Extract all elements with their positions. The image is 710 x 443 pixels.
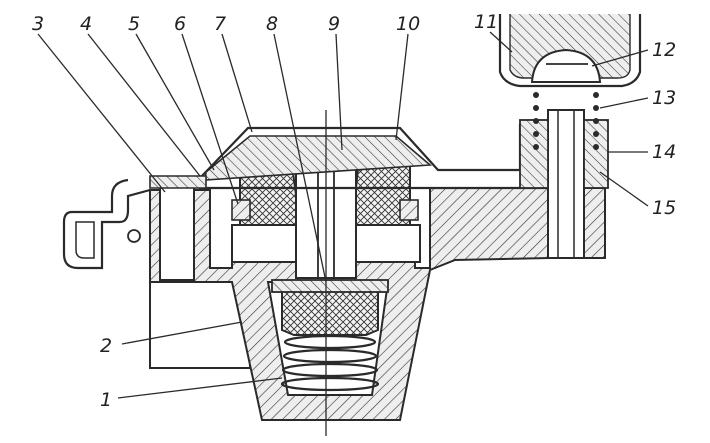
- callout-1: 1: [100, 389, 112, 411]
- right-seal: [399, 199, 419, 221]
- callout-3: 3: [32, 13, 44, 35]
- left-screw-head: [149, 175, 207, 189]
- callout-2: 2: [100, 335, 112, 357]
- left-clip-inner: [75, 221, 95, 259]
- plunger-cap: [271, 279, 389, 293]
- left-seal: [231, 199, 251, 221]
- shaft-spring: [533, 92, 599, 150]
- callout-15: 15: [652, 197, 676, 219]
- callout-10: 10: [396, 13, 420, 35]
- left-screw: [159, 184, 195, 281]
- top-cap: [498, 14, 642, 88]
- callout-6: 6: [174, 13, 186, 35]
- callout-14: 14: [652, 141, 676, 163]
- callout-5: 5: [128, 13, 140, 35]
- right-collar: [519, 119, 549, 189]
- callout-12: 12: [652, 39, 676, 61]
- callout-7: 7: [214, 13, 226, 35]
- leader-lines: [37, 31, 649, 399]
- right-bore: [547, 109, 585, 259]
- left-clip: [62, 178, 151, 270]
- callout-8: 8: [266, 13, 278, 35]
- callout-4: 4: [80, 13, 92, 35]
- callout-11: 11: [474, 11, 498, 33]
- callout-9: 9: [328, 13, 340, 35]
- clip-hole: [127, 229, 141, 243]
- plunger: [281, 289, 379, 336]
- right-nut: [583, 119, 609, 189]
- callout-13: 13: [652, 87, 676, 109]
- screw-head: [530, 48, 602, 83]
